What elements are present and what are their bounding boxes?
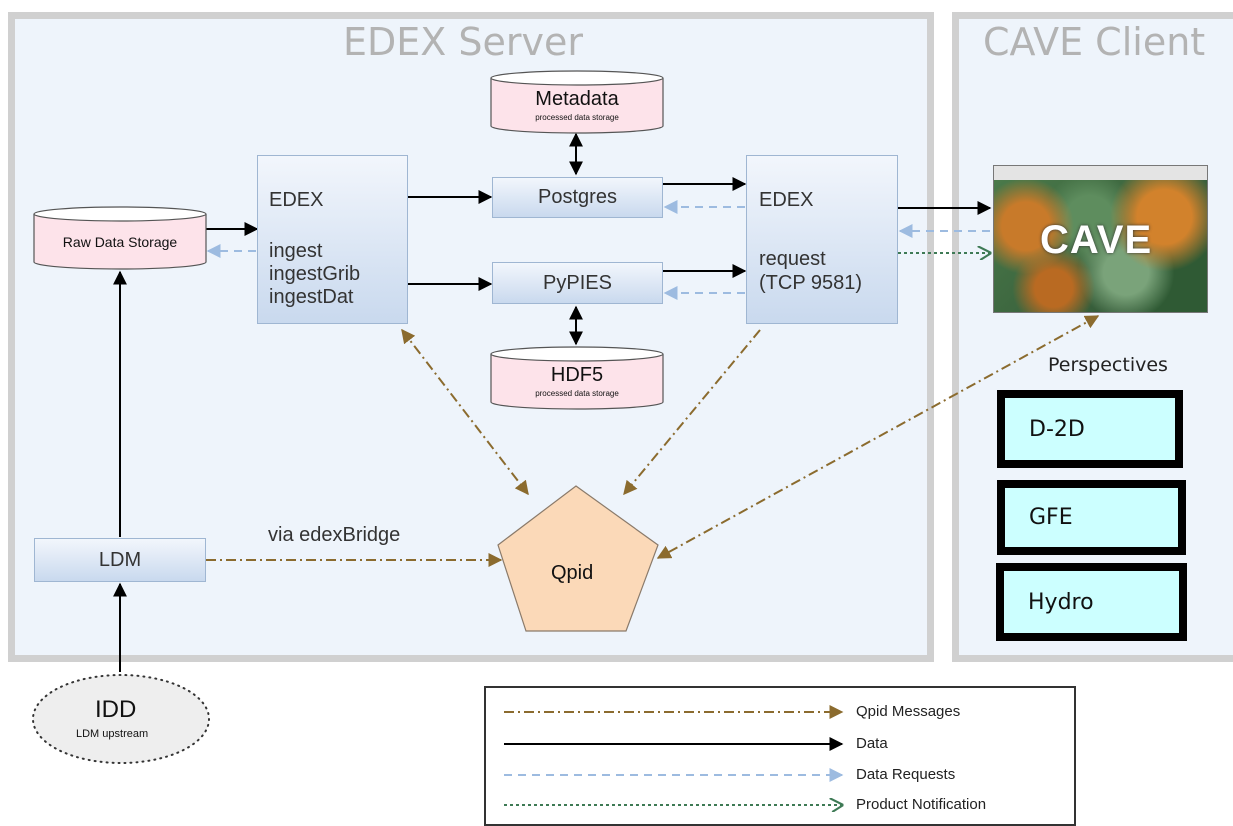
- cave-app-label: CAVE: [1040, 218, 1153, 262]
- raw-data-storage-label: Raw Data Storage: [62, 234, 178, 250]
- ldm-label: LDM: [98, 548, 142, 571]
- legend-item-data-requests: Data Requests: [498, 765, 1068, 785]
- qpid-arrow-ingest: [401, 328, 529, 496]
- legend-item-qpid-messages: Qpid Messages: [498, 702, 1068, 722]
- idd-subtitle: LDM upstream: [76, 728, 149, 740]
- edex-ingest-line1: ingest: [269, 240, 323, 262]
- metadata-cylinder: Metadata processed data storage: [490, 70, 664, 134]
- pypies-box: PyPIES: [492, 262, 663, 304]
- legend-label-product-notification: Product Notification: [856, 796, 987, 813]
- perspective-hydro-label: Hydro: [1028, 589, 1094, 615]
- edex-ingest-line3: ingestDat: [269, 286, 354, 308]
- perspective-gfe[interactable]: GFE: [997, 480, 1186, 555]
- postgres-label: Postgres: [538, 186, 617, 208]
- metadata-title: Metadata: [535, 88, 619, 110]
- perspective-d2d[interactable]: D-2D: [997, 390, 1183, 468]
- legend-line-data: [504, 737, 844, 751]
- hdf5-title: HDF5: [550, 364, 604, 386]
- hdf5-cylinder: HDF5 processed data storage: [490, 346, 664, 410]
- edex-ingest-line2: ingestGrib: [269, 263, 361, 285]
- qpid-arrow-cave: [656, 315, 1100, 559]
- raw-data-storage-cylinder: Raw Data Storage: [33, 206, 207, 270]
- cave-app-screenshot: CAVE: [993, 165, 1208, 313]
- cave-app-toolbar: [994, 166, 1207, 181]
- edex-request-line1: request: [759, 248, 826, 270]
- edex-ingest-box: EDEX ingest ingestGrib ingestDat: [257, 155, 408, 324]
- legend-label-qpid-messages: Qpid Messages: [856, 703, 961, 720]
- ldm-box: LDM: [34, 538, 206, 582]
- qpid-pentagon: [497, 485, 659, 632]
- legend-line-notification: [504, 795, 848, 815]
- legend-line-requests: [504, 768, 844, 782]
- cave-map-terrain: [994, 180, 1207, 312]
- idd-title: IDD: [95, 696, 137, 723]
- hdf5-subtitle: processed data storage: [535, 389, 619, 398]
- idd-ellipse: [32, 674, 210, 764]
- edex-request-title: EDEX: [759, 189, 814, 211]
- perspective-hydro[interactable]: Hydro: [996, 563, 1187, 641]
- perspectives-title: Perspectives: [1048, 354, 1168, 376]
- postgres-box: Postgres: [492, 177, 663, 218]
- edexbridge-label: via edexBridge: [268, 524, 401, 546]
- legend-label-data-requests: Data Requests: [856, 766, 956, 783]
- perspective-d2d-label: D-2D: [1029, 416, 1085, 442]
- legend-item-product-notification: Product Notification: [498, 795, 1068, 815]
- qpid-label: Qpid: [551, 562, 594, 584]
- edex-request-line2: (TCP 9581): [759, 272, 863, 294]
- legend-item-data: Data: [498, 734, 1068, 754]
- legend-label-data: Data: [856, 735, 888, 752]
- pypies-label: PyPIES: [543, 271, 612, 294]
- edex-server-title: EDEX Server: [343, 20, 584, 64]
- perspective-gfe-label: GFE: [1029, 505, 1073, 530]
- metadata-subtitle: processed data storage: [535, 113, 619, 122]
- cave-client-title: CAVE Client: [983, 20, 1206, 64]
- legend: Qpid Messages Data Data Requests Product…: [484, 686, 1076, 826]
- edex-ingest-title: EDEX: [269, 189, 324, 211]
- edex-request-box: EDEX request (TCP 9581): [746, 155, 898, 324]
- legend-line-qpid: [504, 705, 844, 719]
